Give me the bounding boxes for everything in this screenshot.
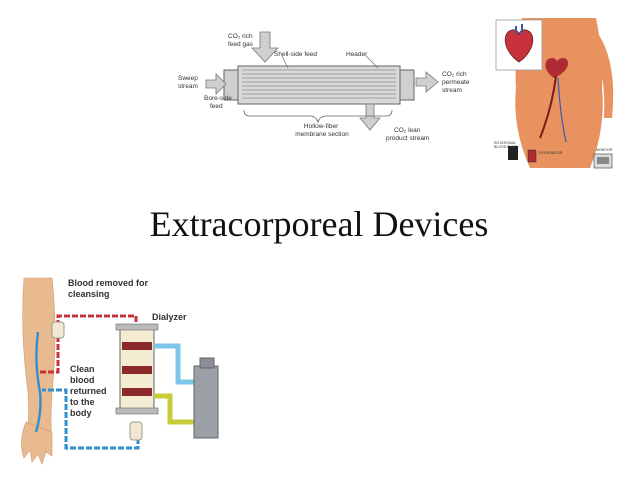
blood-removed-label: Blood removed for cleansing: [68, 278, 151, 299]
pump-device: [508, 146, 518, 160]
co2-feed-gas-label: CO₂ rich feed gas: [228, 33, 254, 48]
header-label: Header: [346, 51, 368, 58]
dialysate-out-line: [154, 393, 194, 425]
shell-side-feed-label: Shell-side feed: [274, 51, 317, 58]
co2-rich-permeate-label: CO₂ rich permeate stream: [442, 71, 471, 94]
cannula: [539, 75, 557, 139]
oxygenator-device: [527, 149, 537, 163]
pressure-chamber-top: [51, 321, 65, 339]
oxygenator-label: OXYGENATOR: [538, 151, 563, 155]
dialysis-diagram: Blood removed for cleansing Dialyzer Cle…: [21, 277, 219, 465]
clean-blood-label: Clean blood returned to the body: [70, 364, 109, 418]
arm: [592, 28, 614, 118]
co2-lean-product-label: CO₂ lean product stream: [386, 127, 429, 142]
slide-title: Extracorporeal Devices: [149, 204, 489, 244]
pump-label: ROTATIONAL BLOOD PUMP: [494, 141, 518, 149]
bore-side-feed-label: Bore-side feed: [204, 95, 234, 110]
heart-pump-illustration: ROTATIONAL BLOOD PUMP OXYGENATOR MONITOR: [494, 18, 614, 169]
hollow-fiber-section-label: Hollow-fiber membrane section: [295, 123, 349, 138]
hand: [21, 421, 53, 465]
hollow-fibers: [242, 69, 396, 99]
right-header: [399, 69, 415, 101]
sweep-stream-label: Sweep stream: [178, 75, 200, 90]
dialysis-machine: [193, 365, 219, 439]
membrane-section-brace: [243, 109, 393, 124]
heart-icon: [504, 29, 534, 63]
torso-heart: [545, 58, 569, 78]
arterial-line: [40, 314, 138, 374]
air-trap-bottom: [129, 421, 143, 441]
monitor-label: MONITOR: [596, 148, 613, 152]
sweep-arrow: [205, 73, 227, 95]
dialyzer-label: Dialyzer: [152, 312, 187, 322]
permeate-arrow: [415, 71, 439, 93]
product-arrow: [359, 103, 381, 131]
co2-feed-arrow: [251, 31, 279, 63]
dialysate-in-line: [154, 343, 194, 385]
hollow-fiber-membrane-diagram: CO₂ rich feed gas Shell-side feed Header…: [178, 31, 471, 142]
